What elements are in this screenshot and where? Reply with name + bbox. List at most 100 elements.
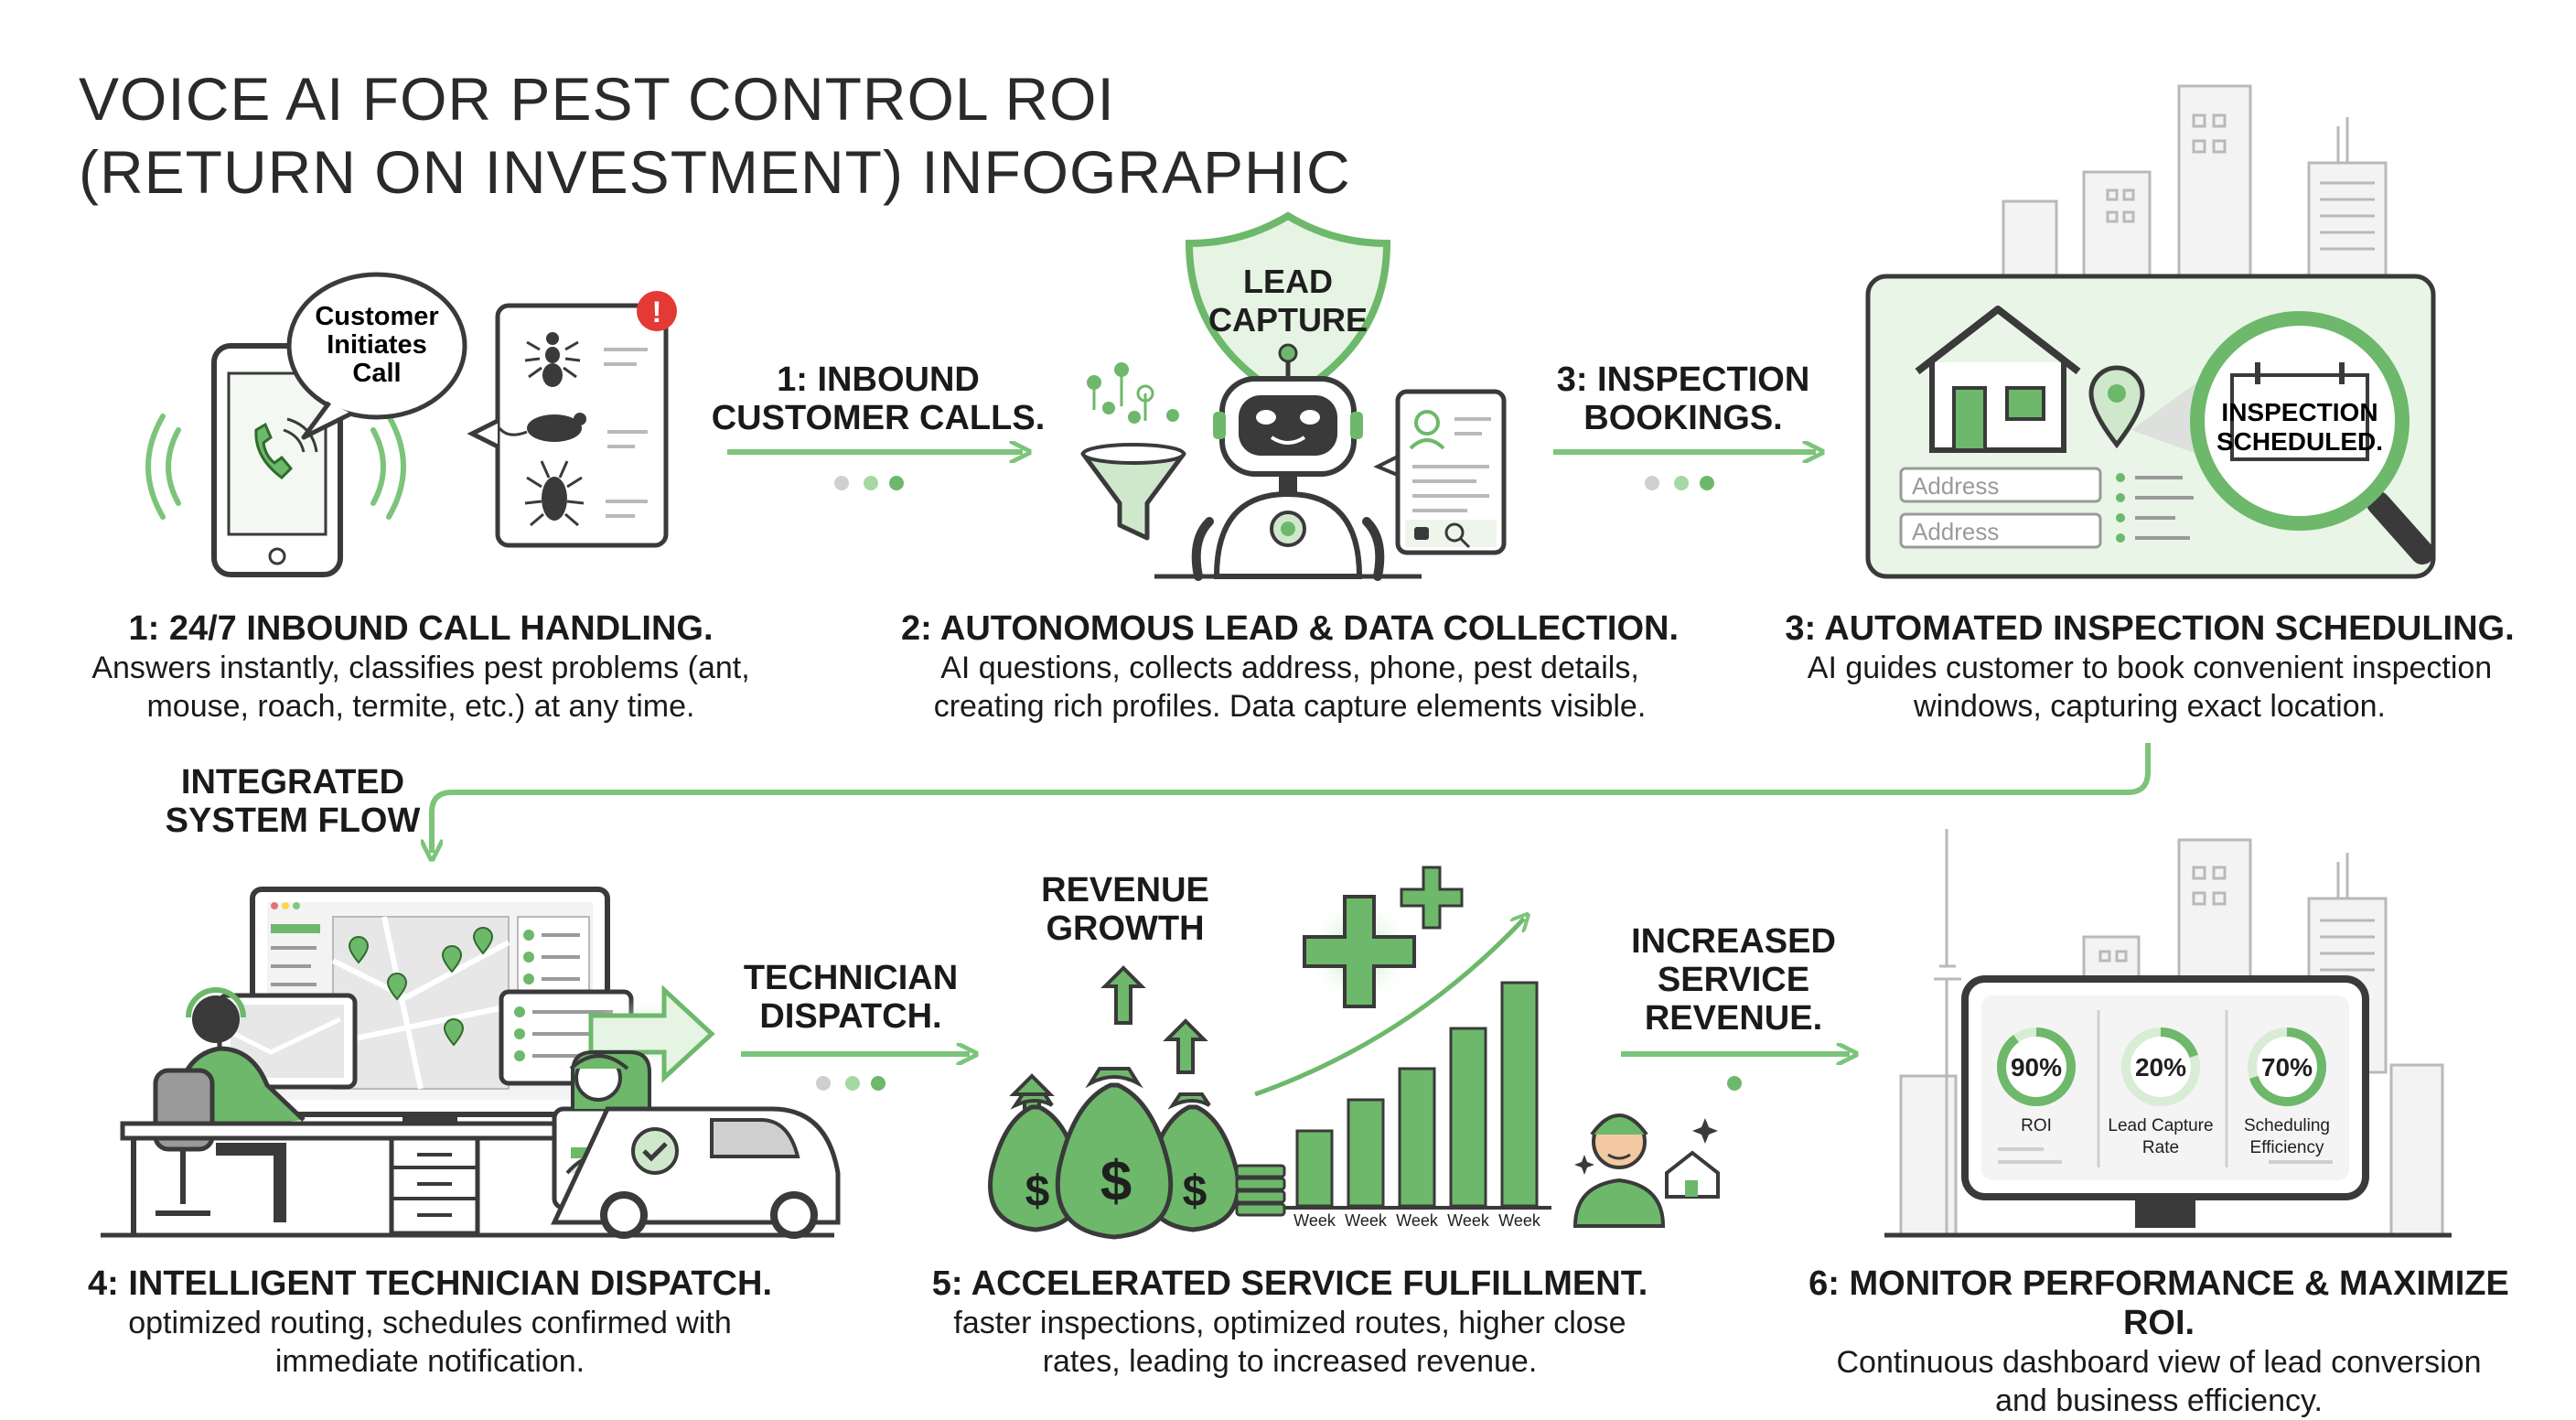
label-service-line-3: REVENUE. xyxy=(1644,999,1823,1038)
magnifier-icon: INSPECTION SCHEDULED. xyxy=(2190,311,2434,565)
speech-bubble: Customer Initiates Call xyxy=(286,272,467,440)
arrow-bookings xyxy=(1553,452,1816,490)
robot-icon xyxy=(1154,343,1422,581)
growth-bar-5 xyxy=(1500,981,1539,1208)
week-label-1: Week xyxy=(1293,1211,1336,1230)
address-field-2 xyxy=(1899,512,2102,549)
metric-ring-1 xyxy=(1997,1027,2076,1106)
metric-value-1: 90% xyxy=(2011,1053,2062,1081)
step-2-desc-line-2: creating rich profiles. Data capture ele… xyxy=(933,689,1647,724)
step-1-desc-line-2: mouse, roach, termite, etc.) at any time… xyxy=(146,689,695,724)
page-title: VOICE AI FOR PEST CONTROL ROI (RETURN ON… xyxy=(79,62,1351,209)
metric-label-2: Lead Capture xyxy=(2108,1116,2213,1135)
step-2-desc-line-1: AI questions, collects address, phone, p… xyxy=(940,651,1639,685)
label-inbound-line-1: 1: INBOUND xyxy=(777,360,980,399)
growth-bar-2 xyxy=(1347,1098,1385,1208)
week-label-4: Week xyxy=(1447,1211,1490,1230)
step-6-desc-line-1: Continuous dashboard view of lead conver… xyxy=(1836,1345,2482,1380)
magnifier-line-1: INSPECTION xyxy=(2221,398,2377,426)
metric-label-1: ROI xyxy=(2021,1116,2052,1135)
technician-van xyxy=(551,1050,841,1239)
step-3-title: 3: AUTOMATED INSPECTION SCHEDULING. xyxy=(1785,609,2515,648)
label-integrated-line-2: SYSTEM FLOW xyxy=(165,801,421,840)
title-line-1: VOICE AI FOR PEST CONTROL ROI xyxy=(79,65,1115,133)
customer-profile-card xyxy=(1373,389,1507,555)
step-3-desc-line-2: windows, capturing exact location. xyxy=(1914,689,2386,724)
label-service-line-1: INCREASED xyxy=(1631,922,1836,961)
step-2-caption: 2: AUTONOMOUS LEAD & DATA COLLECTION. AI… xyxy=(896,609,1683,726)
data-funnel-icon xyxy=(1080,362,1186,541)
label-inspection-bookings: 3: INSPECTION BOOKINGS. xyxy=(1537,360,1830,437)
bubble-line-1: Customer xyxy=(315,302,438,331)
label-integrated-line-1: INTEGRATED xyxy=(180,763,405,801)
arrow-service-revenue xyxy=(1621,1054,1850,1091)
metric-label-line2-3: Efficiency xyxy=(2250,1138,2324,1157)
label-dispatch-line-1: TECHNICIAN xyxy=(743,959,959,997)
shield-line-2: CAPTURE xyxy=(1208,301,1368,339)
search-icon xyxy=(1444,522,1465,543)
alert-badge xyxy=(637,291,677,331)
label-growth-line-1: REVENUE xyxy=(1041,871,1209,909)
growth-bar-3 xyxy=(1398,1067,1436,1208)
metric-ring-2 xyxy=(2121,1027,2200,1106)
magnifier-line-2: SCHEDULED. xyxy=(2216,427,2383,456)
step-5-caption: 5: ACCELERATED SERVICE FULFILLMENT. fast… xyxy=(896,1264,1683,1381)
week-label-3: Week xyxy=(1396,1211,1439,1230)
shield-line-1: LEAD xyxy=(1243,263,1333,300)
week-label-5: Week xyxy=(1498,1211,1541,1230)
growth-bar-4 xyxy=(1449,1027,1487,1208)
step-5-desc-line-1: faster inspections, optimized routes, hi… xyxy=(953,1306,1626,1340)
metric-label-3: Scheduling xyxy=(2244,1116,2330,1135)
arrow-inbound xyxy=(727,452,1023,490)
metric-label-line2-2: Rate xyxy=(2142,1138,2179,1157)
metric-ring-3 xyxy=(2248,1027,2326,1106)
weekly-growth-chart: Week Week Week Week Week xyxy=(1254,919,1551,1230)
label-dispatch-line-2: DISPATCH. xyxy=(759,997,942,1036)
dispatch-workstation xyxy=(101,887,834,1238)
label-increased-service-revenue: INCREASED SERVICE REVENUE. xyxy=(1610,922,1857,1038)
check-icon xyxy=(631,1127,679,1175)
currency-left: $ xyxy=(1025,1167,1050,1216)
step-1-caption: 1: 24/7 INBOUND CALL HANDLING. Answers i… xyxy=(55,609,787,726)
alert-glyph: ! xyxy=(652,296,662,328)
mouse-icon xyxy=(498,413,586,442)
label-revenue-growth: REVENUE GROWTH xyxy=(1015,871,1235,948)
label-technician-dispatch: TECHNICIAN DISPATCH. xyxy=(723,959,979,1036)
metric-value-3: 70% xyxy=(2261,1053,2313,1081)
label-inbound-calls: 1: INBOUND CUSTOMER CALLS. xyxy=(695,360,1061,437)
label-inbound-line-2: CUSTOMER CALLS. xyxy=(711,399,1046,437)
technician-icon xyxy=(1572,1113,1720,1228)
step-3-caption: 3: AUTOMATED INSPECTION SCHEDULING. AI g… xyxy=(1738,609,2561,726)
integrated-flow-connector xyxy=(432,743,2151,853)
bubble-line-3: Call xyxy=(352,359,401,388)
label-booking-line-1: 3: INSPECTION xyxy=(1556,360,1810,399)
label-service-line-2: SERVICE xyxy=(1657,961,1810,999)
house-icon xyxy=(1915,306,2081,453)
label-growth-line-2: GROWTH xyxy=(1046,909,1205,948)
label-booking-line-2: BOOKINGS. xyxy=(1583,399,1783,437)
currency-center: $ xyxy=(1100,1150,1132,1213)
step-1-title: 1: 24/7 INBOUND CALL HANDLING. xyxy=(128,609,714,648)
step-3-desc-line-1: AI guides customer to book convenient in… xyxy=(1807,651,2493,685)
address-field-1 xyxy=(1899,467,2102,503)
location-pin-icon xyxy=(2088,365,2145,449)
step-4-title: 4: INTELLIGENT TECHNICIAN DISPATCH. xyxy=(87,1264,773,1303)
step-6-desc-line-2: and business efficiency. xyxy=(1995,1383,2323,1418)
roach-icon xyxy=(524,460,585,527)
step-5-desc-line-2: rates, leading to increased revenue. xyxy=(1042,1344,1538,1379)
pest-classification-card: ! xyxy=(467,291,677,548)
money-bag-center: $ xyxy=(1055,1067,1174,1240)
growth-plus-icons xyxy=(1303,866,1464,1008)
bubble-line-2: Initiates xyxy=(327,330,427,360)
address-placeholder-2: Address xyxy=(1912,518,1999,545)
phone-illustration xyxy=(145,343,406,577)
step-2-title: 2: AUTONOMOUS LEAD & DATA COLLECTION. xyxy=(900,609,1680,648)
address-placeholder-1: Address xyxy=(1912,472,1999,500)
title-line-2: (RETURN ON INVESTMENT) INFOGRAPHIC xyxy=(79,138,1351,206)
currency-right: $ xyxy=(1183,1167,1208,1216)
step-4-caption: 4: INTELLIGENT TECHNICIAN DISPATCH. opti… xyxy=(55,1264,805,1381)
week-label-2: Week xyxy=(1345,1211,1388,1230)
city-skyline-top xyxy=(2002,84,2388,280)
